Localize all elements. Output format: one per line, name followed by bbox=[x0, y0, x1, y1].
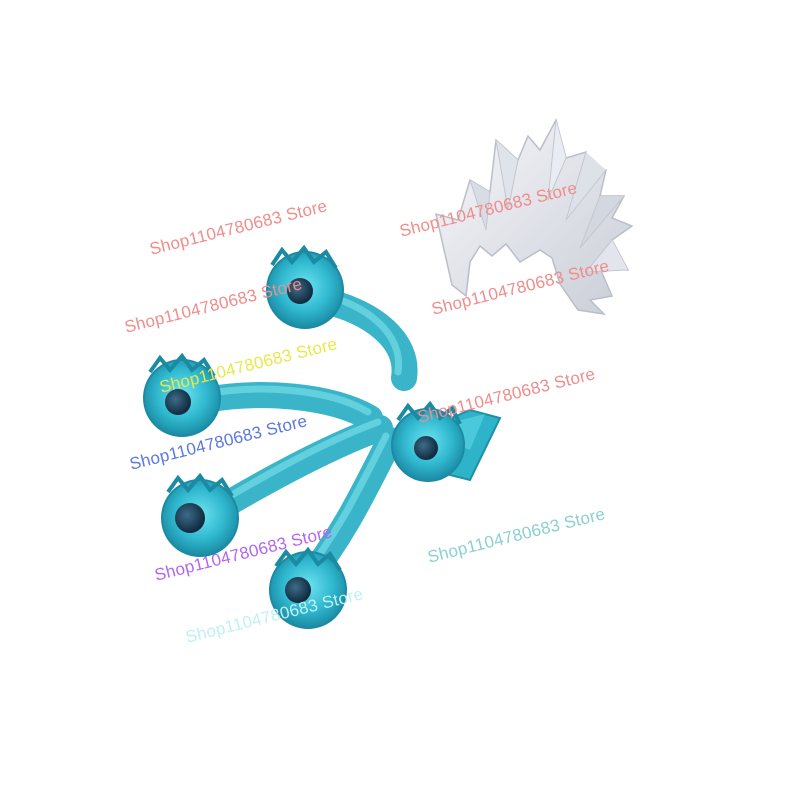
orb-lower-left bbox=[161, 472, 239, 557]
orb-bottom bbox=[269, 546, 347, 629]
orb-left bbox=[143, 352, 221, 437]
orb-top bbox=[266, 244, 344, 329]
hair-piece bbox=[434, 117, 634, 316]
energy-orbs bbox=[143, 244, 465, 629]
orb-center bbox=[391, 400, 465, 482]
